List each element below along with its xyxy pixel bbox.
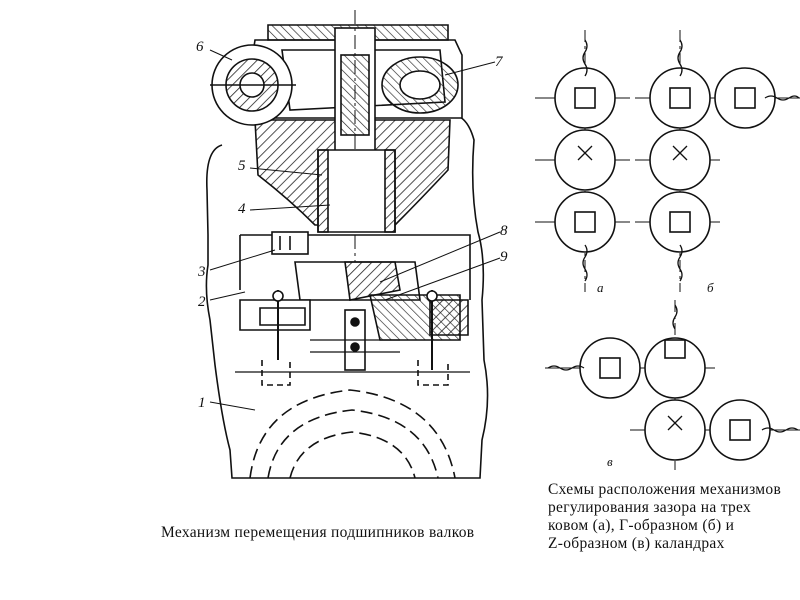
right-caption-line-2: регулирования зазора на трех [548,499,752,516]
right-caption-line-3: ковом (а), Г-образном (б) и [548,517,735,534]
scheme-label-a: а [597,280,604,295]
scheme-label-v: в [607,454,613,469]
bearing-mechanism-drawing [205,10,501,479]
callout-4: 4 [238,201,246,217]
right-caption-line-1: Схемы расположения механизмов [548,481,782,498]
callout-5: 5 [238,158,246,174]
right-figure-caption: Схемы расположения механизмов регулирова… [548,481,800,553]
scheme-label-b: б [707,280,714,295]
scheme-labels: а б в [597,280,714,469]
callout-labels: 6 7 5 4 3 8 9 2 1 [196,39,508,411]
callout-6: 6 [196,39,204,55]
right-caption-line-4: Z-образном (в) каландрах [548,535,725,552]
callout-7: 7 [495,54,504,70]
callout-9: 9 [500,249,508,265]
callout-1: 1 [198,395,206,411]
calender-schemes [535,30,800,470]
left-figure-caption: Механизм перемещения подшипников валков [161,524,475,541]
callout-8: 8 [500,223,508,239]
callout-3: 3 [197,264,206,280]
callout-2: 2 [198,294,206,310]
